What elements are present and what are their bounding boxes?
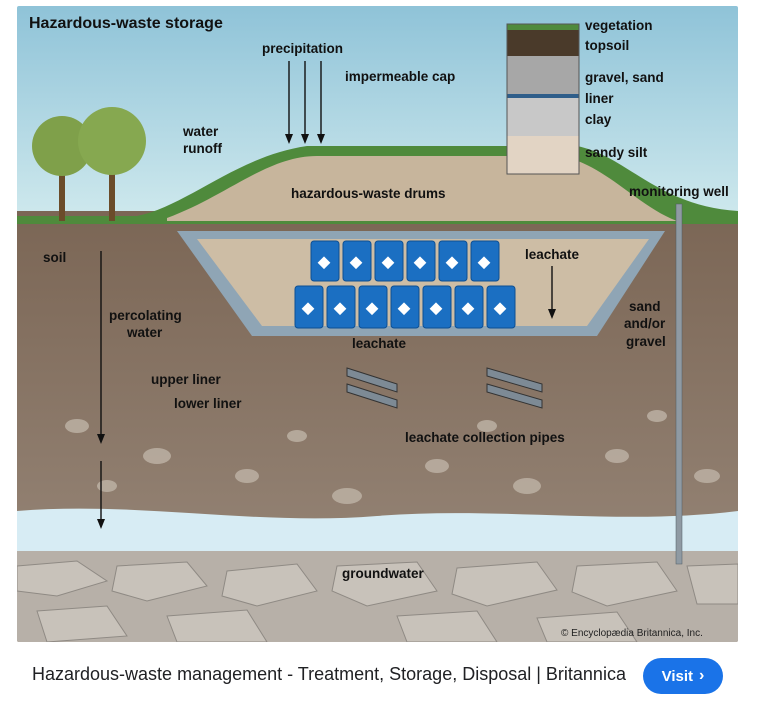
label-groundwater: groundwater [342,566,424,581]
trees [32,107,146,221]
label-and-or: and/or [624,316,666,331]
label-sandy-silt: sandy silt [585,145,648,160]
label-liner: liner [585,91,614,106]
label-precipitation: precipitation [262,41,343,56]
label-water: water [182,124,219,139]
result-caption[interactable]: Hazardous-waste management - Treatment, … [32,664,626,684]
groundwater-band [17,508,738,551]
visit-button[interactable]: Visit › [643,658,723,694]
label-gravel-sand: gravel, sand [585,70,664,85]
label-upper-liner: upper liner [151,372,222,387]
collection-pipes [346,367,543,409]
label-leachate-bottom: leachate [352,336,407,351]
label-clay: clay [585,112,612,127]
label-sand: sand [629,299,661,314]
label-hazardous-waste-drums: hazardous-waste drums [291,186,446,201]
label-water-2: water [126,325,163,340]
label-leachate-collection-pipes: leachate collection pipes [405,430,565,445]
label-monitoring-well: monitoring well [629,184,729,199]
hazardous-waste-diagram[interactable]: Hazardous-waste storage precipitation im… [17,6,738,642]
label-topsoil: topsoil [585,38,629,53]
label-lower-liner: lower liner [174,396,242,411]
chevron-right-icon: › [699,667,705,684]
label-vegetation: vegetation [585,18,653,33]
visit-label: Visit [661,667,694,685]
label-leachate-right: leachate [525,247,580,262]
label-impermeable-cap: impermeable cap [345,69,455,84]
label-percolating: percolating [109,308,182,323]
monitoring-well-pipe [675,203,683,565]
layer-inset [506,23,580,175]
credit-text: © Encyclopædia Britannica, Inc. [561,628,703,639]
label-soil: soil [43,250,66,265]
label-gravel: gravel [626,334,666,349]
label-runoff: runoff [183,141,222,156]
drum-stack [294,240,516,329]
diagram-title: Hazardous-waste storage [29,15,223,32]
